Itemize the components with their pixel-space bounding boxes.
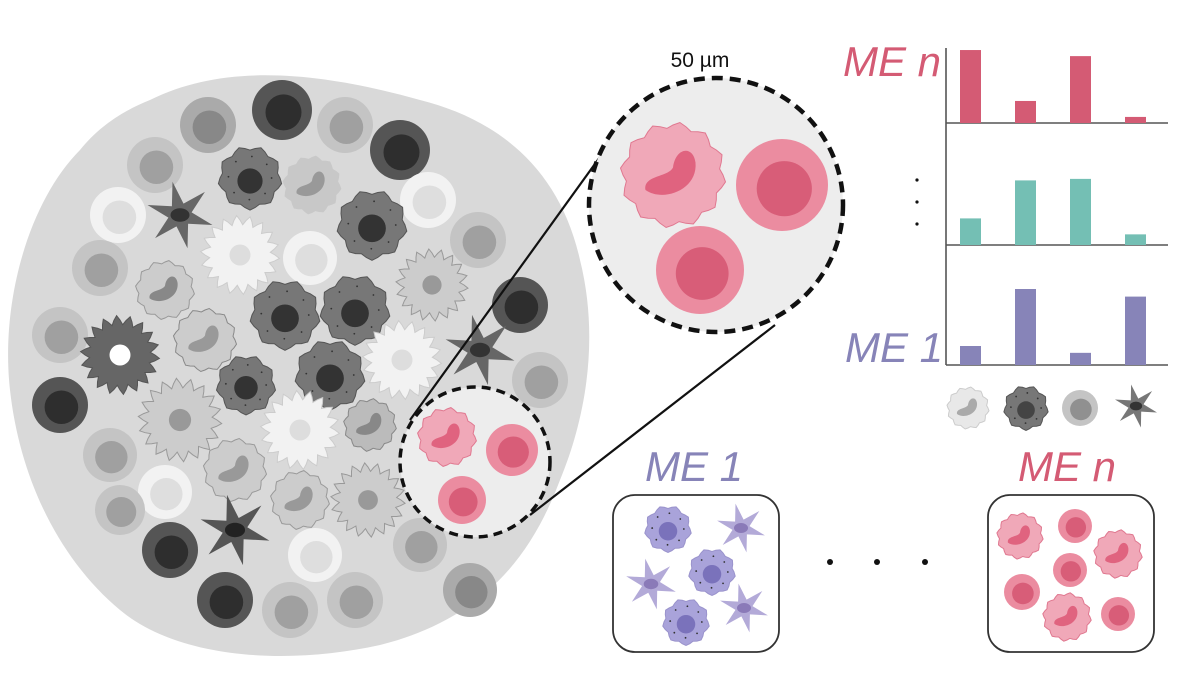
granular-cell-icon xyxy=(688,549,736,597)
spiky-cell-icon xyxy=(395,248,469,322)
bar xyxy=(1125,116,1146,123)
neutrophil-cell-icon xyxy=(1093,529,1143,579)
round-cell-icon xyxy=(1053,553,1087,587)
box-label-me-1: ME 1 xyxy=(645,443,743,490)
bar xyxy=(1125,296,1146,365)
spiky-cell-icon xyxy=(199,214,281,296)
round-cell-icon xyxy=(486,424,538,476)
vertical-ellipsis xyxy=(915,178,919,226)
round-cell-icon xyxy=(370,120,430,180)
zoom-region-large xyxy=(586,75,846,335)
round-cell-icon xyxy=(95,485,145,535)
round-cell-icon xyxy=(438,476,486,524)
bar-chart xyxy=(945,48,1168,366)
bar xyxy=(1125,234,1146,245)
bar xyxy=(1070,178,1091,245)
round-cell-icon xyxy=(127,137,183,193)
round-cell-icon xyxy=(283,231,337,285)
round-cell-icon xyxy=(83,428,137,482)
granular-cell-icon xyxy=(294,341,366,411)
round-cell-icon xyxy=(1004,574,1040,610)
granular-cell-icon xyxy=(644,506,692,554)
round-cell-icon xyxy=(512,352,568,408)
spiky-cell-icon xyxy=(361,319,443,401)
granular-cell-icon xyxy=(336,191,408,261)
neutrophil-cell-icon xyxy=(172,307,238,373)
dendritic-cell-icon xyxy=(147,181,213,249)
dendritic-cell-icon xyxy=(720,583,768,633)
bar xyxy=(960,50,981,123)
neutrophil-cell-icon xyxy=(202,437,268,503)
dendritic-cell-icon xyxy=(717,503,765,553)
tissue-section xyxy=(8,75,590,656)
bar xyxy=(1015,180,1036,245)
neutrophil-cell-icon xyxy=(343,398,397,452)
spiky-cell-icon xyxy=(137,377,223,463)
neutrophil-cell-icon xyxy=(1042,592,1092,642)
round-cell-icon xyxy=(443,563,497,617)
bar xyxy=(960,346,981,365)
round-cell-icon xyxy=(72,240,128,296)
neutrophil-cell-icon xyxy=(996,512,1044,560)
neutrophil-cell-icon xyxy=(946,386,990,430)
spiky-cell-icon xyxy=(329,461,407,539)
round-cell-icon xyxy=(1062,390,1098,426)
chart-label-me-1: ME 1 xyxy=(845,324,943,371)
round-cell-icon xyxy=(142,522,198,578)
neutrophil-cell-icon xyxy=(619,121,727,229)
spiky-cell-icon xyxy=(259,389,341,471)
zoom-connector-lines xyxy=(409,149,776,516)
bar xyxy=(1015,100,1036,123)
round-cell-icon xyxy=(736,139,828,231)
dendritic-cell-icon xyxy=(626,558,676,610)
round-cell-icon xyxy=(32,307,88,363)
spiky-cell-icon xyxy=(79,314,161,396)
granular-cell-icon xyxy=(662,599,710,647)
round-cell-icon xyxy=(492,277,548,333)
round-cell-icon xyxy=(1058,509,1092,543)
horizontal-ellipsis xyxy=(827,559,928,565)
round-cell-icon xyxy=(656,226,744,314)
round-cell-icon xyxy=(327,572,383,628)
neutrophil-cell-icon xyxy=(417,407,477,467)
dendritic-cell-icon xyxy=(445,314,515,386)
round-cell-icon xyxy=(90,187,146,243)
neutrophil-cell-icon xyxy=(282,155,342,215)
cell-type-legend xyxy=(946,384,1157,432)
bar xyxy=(1070,56,1091,124)
round-cell-icon xyxy=(32,377,88,433)
granular-cell-icon xyxy=(215,356,277,416)
round-cell-icon xyxy=(1101,597,1135,631)
granular-cell-icon xyxy=(319,276,391,346)
granular-cell-icon xyxy=(249,281,321,351)
chart-label-me-n: ME n xyxy=(843,38,941,85)
neutrophil-cell-icon xyxy=(135,260,195,320)
granular-cell-icon xyxy=(217,147,283,211)
round-cell-icon xyxy=(197,572,253,628)
dendritic-cell-icon xyxy=(1115,384,1157,428)
box-label-me-n: ME n xyxy=(1018,443,1116,490)
round-cell-icon xyxy=(262,582,318,638)
round-cell-icon xyxy=(252,80,312,140)
round-cell-icon xyxy=(393,518,447,572)
round-cell-icon xyxy=(180,97,236,153)
bar xyxy=(1015,289,1036,365)
bar xyxy=(960,218,981,245)
zoom-region-small xyxy=(398,385,552,539)
round-cell-icon xyxy=(400,172,456,228)
round-cell-icon xyxy=(450,212,506,268)
granular-cell-icon xyxy=(1003,386,1049,432)
round-cell-icon xyxy=(288,528,342,582)
round-cell-icon xyxy=(317,97,373,153)
scale-label: 50 µm xyxy=(671,49,730,72)
neutrophil-cell-icon xyxy=(270,470,330,530)
round-cell-icon xyxy=(138,465,192,519)
bar xyxy=(1070,352,1091,365)
dendritic-cell-icon xyxy=(200,494,270,566)
